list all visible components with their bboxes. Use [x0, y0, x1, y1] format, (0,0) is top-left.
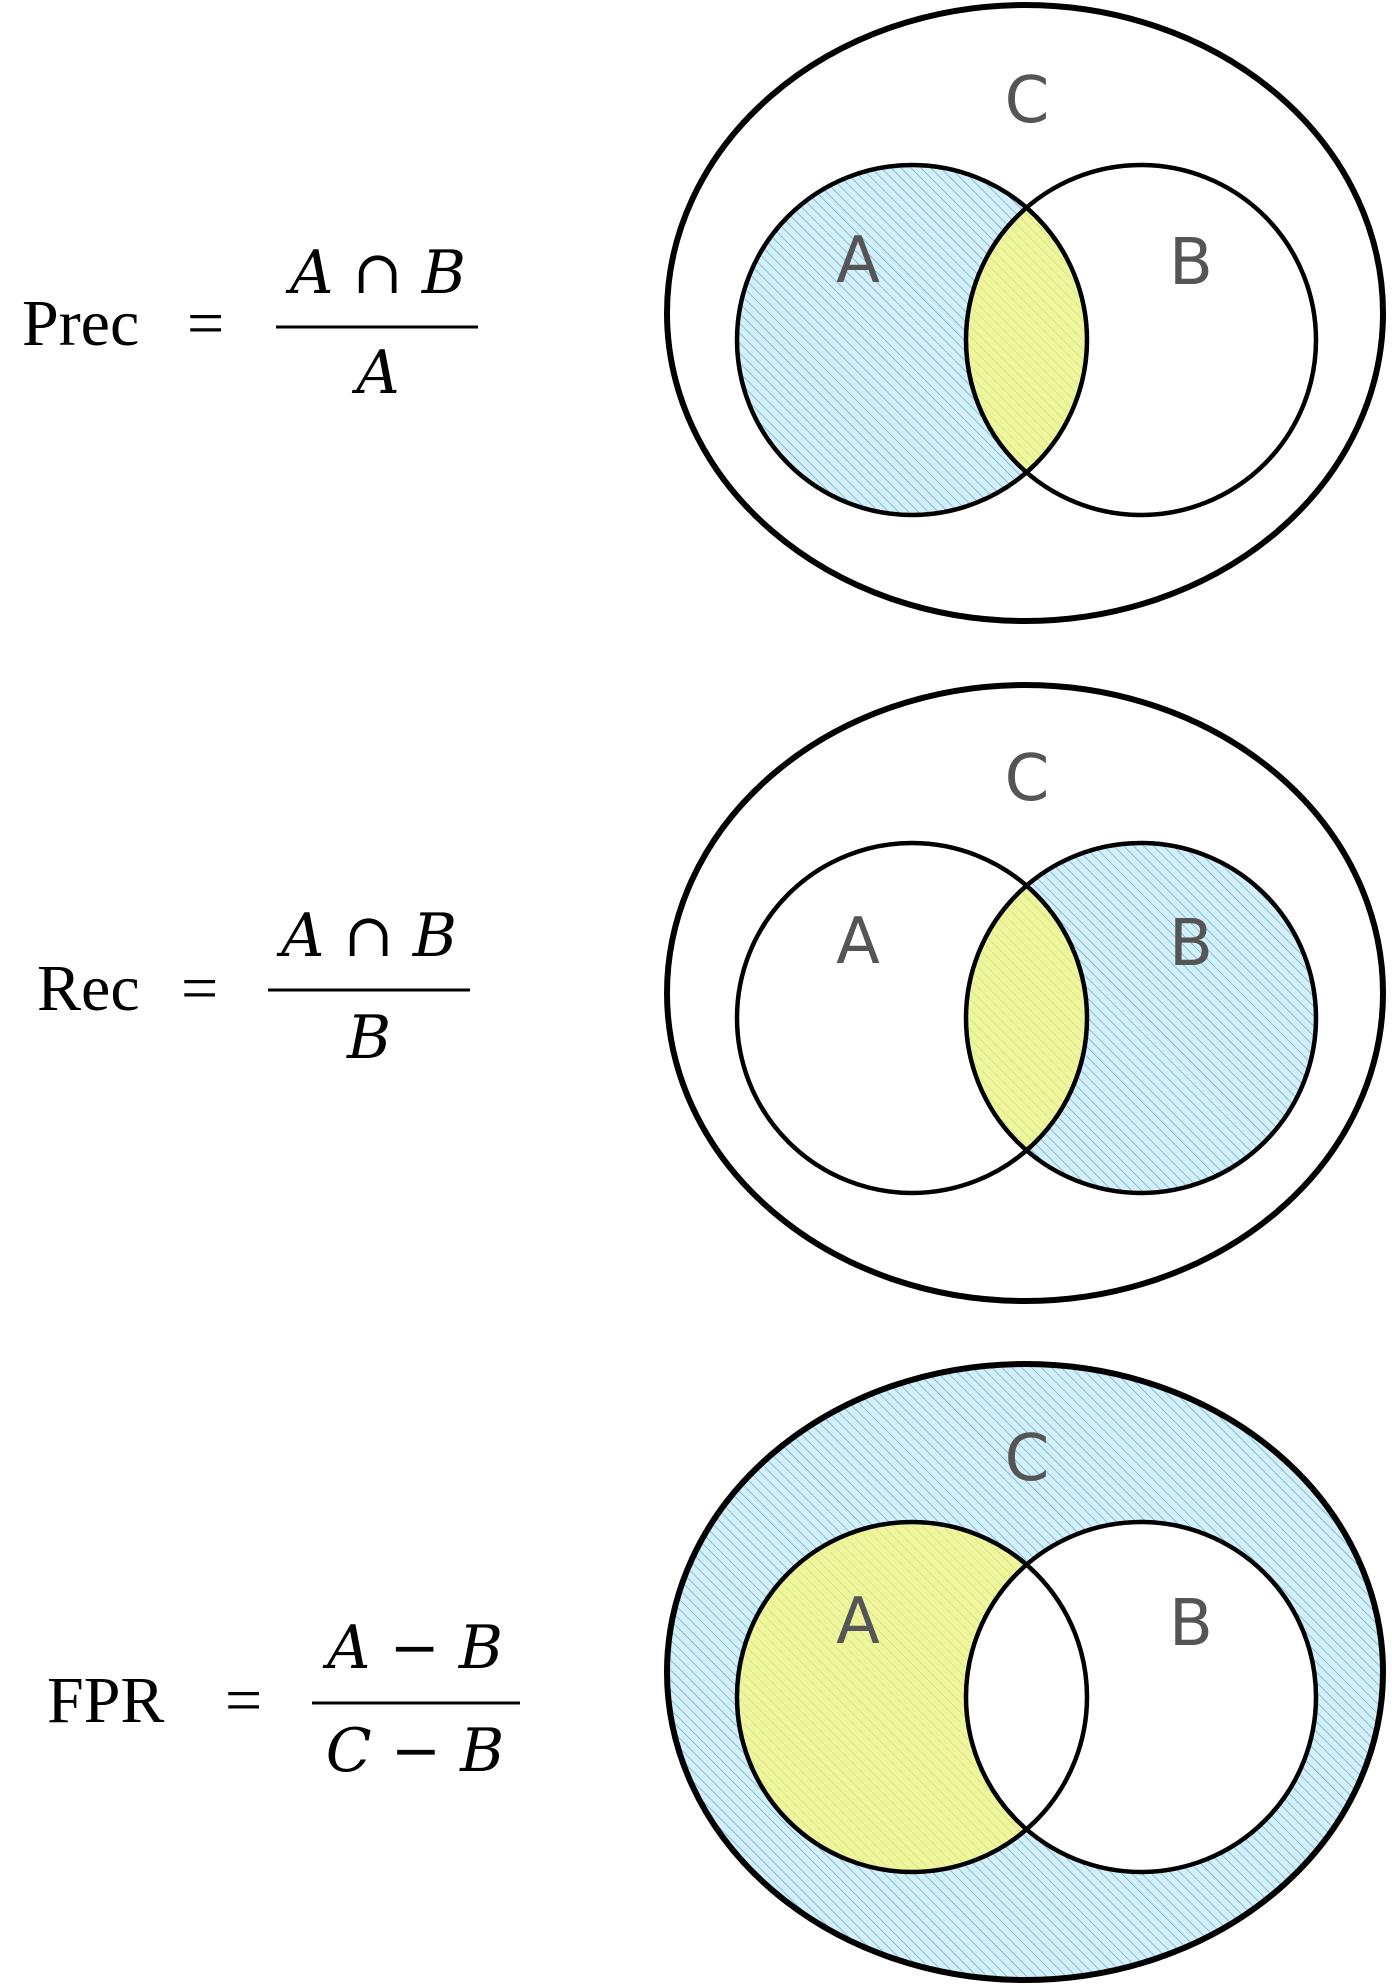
- formula-recall: Rec = A ∩ B B: [37, 901, 470, 1073]
- formula-denominator: B: [346, 1003, 391, 1073]
- formula-equals: =: [187, 287, 224, 360]
- set-b-circle: [963, 162, 1319, 518]
- intersection-highlight: [966, 843, 1087, 1193]
- universe-c-ellipse: [664, 682, 1386, 1304]
- label-set-b: B: [1169, 226, 1213, 300]
- formula-denominator: C − B: [326, 1716, 504, 1786]
- label-universe-c: C: [1005, 742, 1050, 816]
- set-a-circle: [734, 1519, 1090, 1875]
- label-universe-c: C: [1005, 1422, 1050, 1496]
- venn-diagram-fpr: C A B: [664, 1361, 1386, 1983]
- label-universe-c: C: [1005, 64, 1050, 138]
- set-b-circle: [963, 1519, 1319, 1875]
- label-set-b: B: [1169, 907, 1213, 981]
- label-set-a: A: [836, 905, 880, 979]
- label-set-a: A: [836, 224, 880, 298]
- panel-recall: Rec = A ∩ B B C A B: [37, 682, 1386, 1304]
- intersection-highlight: [966, 165, 1087, 515]
- venn-diagram-precision: C A B: [664, 2, 1386, 624]
- formula-fpr: FPR = A − B C − B: [47, 1613, 520, 1786]
- formula-numerator: A ∩ B: [276, 901, 457, 971]
- formula-precision: Prec = A ∩ B A: [22, 238, 478, 408]
- panel-precision: Prec = A ∩ B A C A B: [22, 2, 1386, 624]
- venn-diagram-recall: C A B: [664, 682, 1386, 1304]
- formula-equals: =: [225, 1664, 262, 1737]
- label-set-b: B: [1169, 1587, 1213, 1661]
- label-set-a: A: [836, 1585, 880, 1659]
- set-a-circle: [734, 840, 1090, 1196]
- panel-fpr: FPR = A − B C − B C A B: [47, 1361, 1386, 1983]
- formula-numerator: A − B: [322, 1613, 503, 1683]
- set-b-circle: [963, 840, 1319, 1196]
- formula-denominator: A: [351, 338, 399, 408]
- formula-numerator: A ∩ B: [285, 238, 466, 308]
- formula-equals: =: [181, 952, 218, 1025]
- a-minus-b-highlight: [737, 1522, 1087, 1872]
- universe-c-ellipse: [664, 2, 1386, 624]
- formula-name: Prec: [22, 287, 139, 360]
- formula-name: FPR: [47, 1664, 164, 1737]
- universe-c-ellipse: [664, 1361, 1386, 1983]
- set-a-circle: [734, 162, 1090, 518]
- formula-name: Rec: [37, 952, 140, 1025]
